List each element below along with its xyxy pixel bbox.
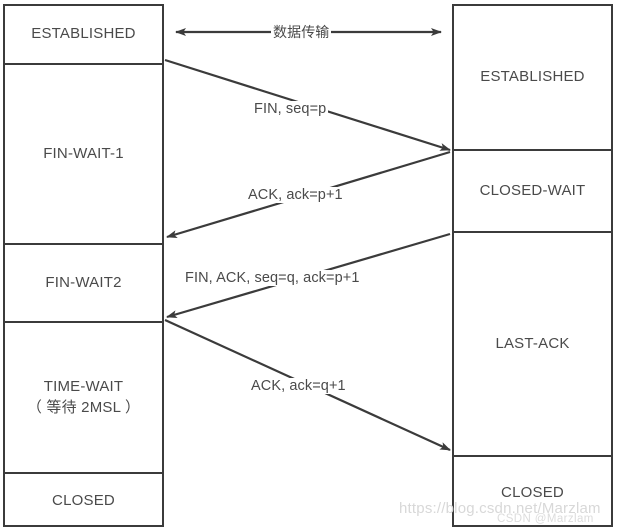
client-state-fin-wait-1: FIN-WAIT-1 [5,63,162,243]
message-label-ack-q-plus-1: ACK, ack=q+1 [249,378,348,394]
message-label-fin-seq-p: FIN, seq=p [252,101,329,117]
client-state-established: ESTABLISHED [5,6,162,63]
client-state-closed: CLOSED [5,472,162,529]
client-state-fin-wait-2-label: FIN-WAIT2 [45,273,122,291]
server-state-last-ack-label: LAST-ACK [495,334,570,352]
message-label-ack-p-plus-1: ACK, ack=p+1 [246,187,345,203]
client-state-closed-label: CLOSED [52,492,115,510]
client-state-time-wait-label: TIME-WAIT （ 等待 2MSL ） [26,378,141,416]
client-state-fin-wait-2: FIN-WAIT2 [5,243,162,321]
client-timeline-column: ESTABLISHED FIN-WAIT-1 FIN-WAIT2 TIME-WA… [3,4,164,527]
message-label-data-transfer: 数据传输 [271,22,332,42]
server-state-closed-label: CLOSED [501,483,564,501]
client-state-fin-wait-1-label: FIN-WAIT-1 [43,144,124,162]
server-state-last-ack: LAST-ACK [454,231,611,455]
server-state-closed-wait-label: CLOSED-WAIT [479,181,586,199]
server-state-established: ESTABLISHED [454,6,611,149]
server-state-closed-wait: CLOSED-WAIT [454,149,611,231]
server-state-established-label: ESTABLISHED [480,68,585,86]
client-state-time-wait: TIME-WAIT （ 等待 2MSL ） [5,321,162,472]
server-state-closed: CLOSED [454,455,611,529]
client-state-established-label: ESTABLISHED [31,25,136,43]
server-timeline-column: ESTABLISHED CLOSED-WAIT LAST-ACK CLOSED [452,4,613,527]
message-label-fin-ack-seq-q: FIN, ACK, seq=q, ack=p+1 [183,270,362,286]
